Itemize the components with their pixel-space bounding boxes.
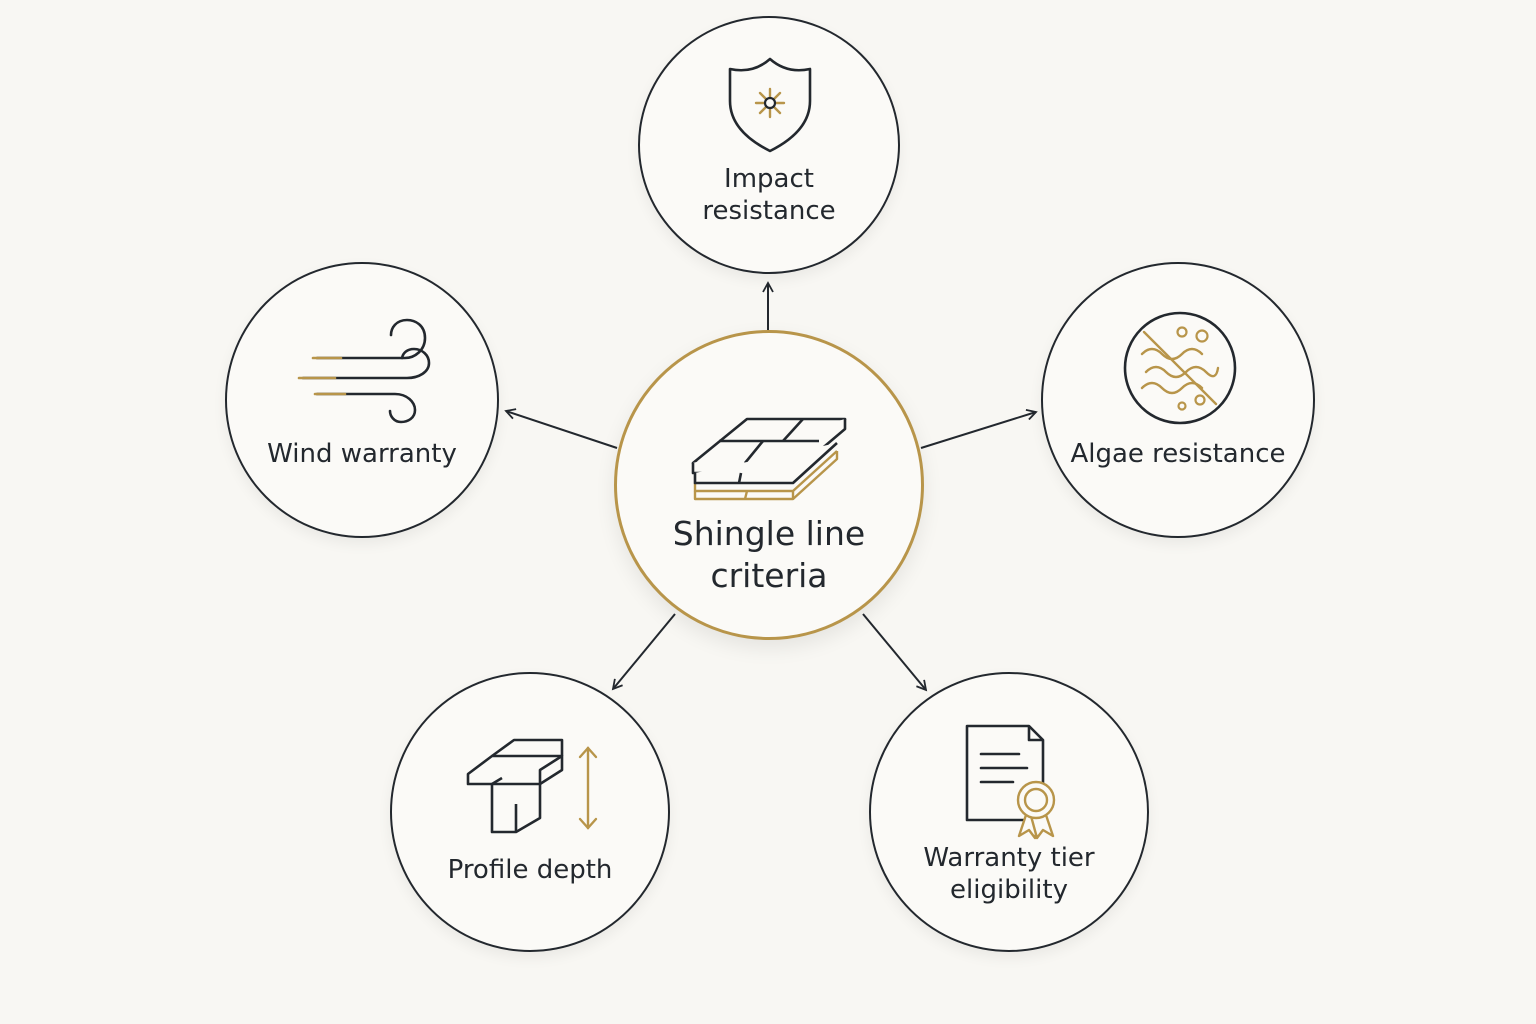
label-line: Shingle line — [672, 514, 866, 553]
connector-algae — [920, 409, 1038, 449]
label-line: criteria — [710, 556, 828, 595]
shingle-stack-icon — [691, 417, 847, 501]
node-label: Warranty tier eligibility — [871, 842, 1147, 906]
node-label: Impact resistance — [640, 163, 898, 227]
node-label: Shingle line criteria — [617, 513, 921, 597]
connector-warranty — [862, 613, 928, 692]
algae-blocked-icon — [1123, 311, 1237, 425]
profile-depth-icon — [466, 738, 598, 834]
node-impact-resistance: Impact resistance — [638, 16, 900, 274]
node-label: Algae resistance — [1070, 439, 1286, 469]
connector-wind — [504, 408, 618, 449]
node-wind-warranty: Wind warranty — [225, 262, 499, 538]
wind-icon — [297, 318, 431, 424]
certificate-icon — [965, 724, 1056, 840]
node-center-shingle-line: Shingle line criteria — [614, 330, 924, 640]
node-profile-depth: Profile depth — [390, 672, 670, 952]
label-line: eligibility — [950, 875, 1068, 905]
label-line: Impact — [724, 164, 814, 194]
label-line: resistance — [702, 196, 836, 226]
node-label: Wind warranty — [267, 439, 457, 469]
label-line: Warranty tier — [923, 843, 1095, 873]
shield-impact-icon — [728, 57, 812, 153]
node-label: Profile depth — [447, 855, 613, 885]
node-algae-resistance: Algae resistance — [1041, 262, 1315, 538]
connector-profile — [611, 613, 676, 691]
node-warranty-tier: Warranty tier eligibility — [869, 672, 1149, 952]
